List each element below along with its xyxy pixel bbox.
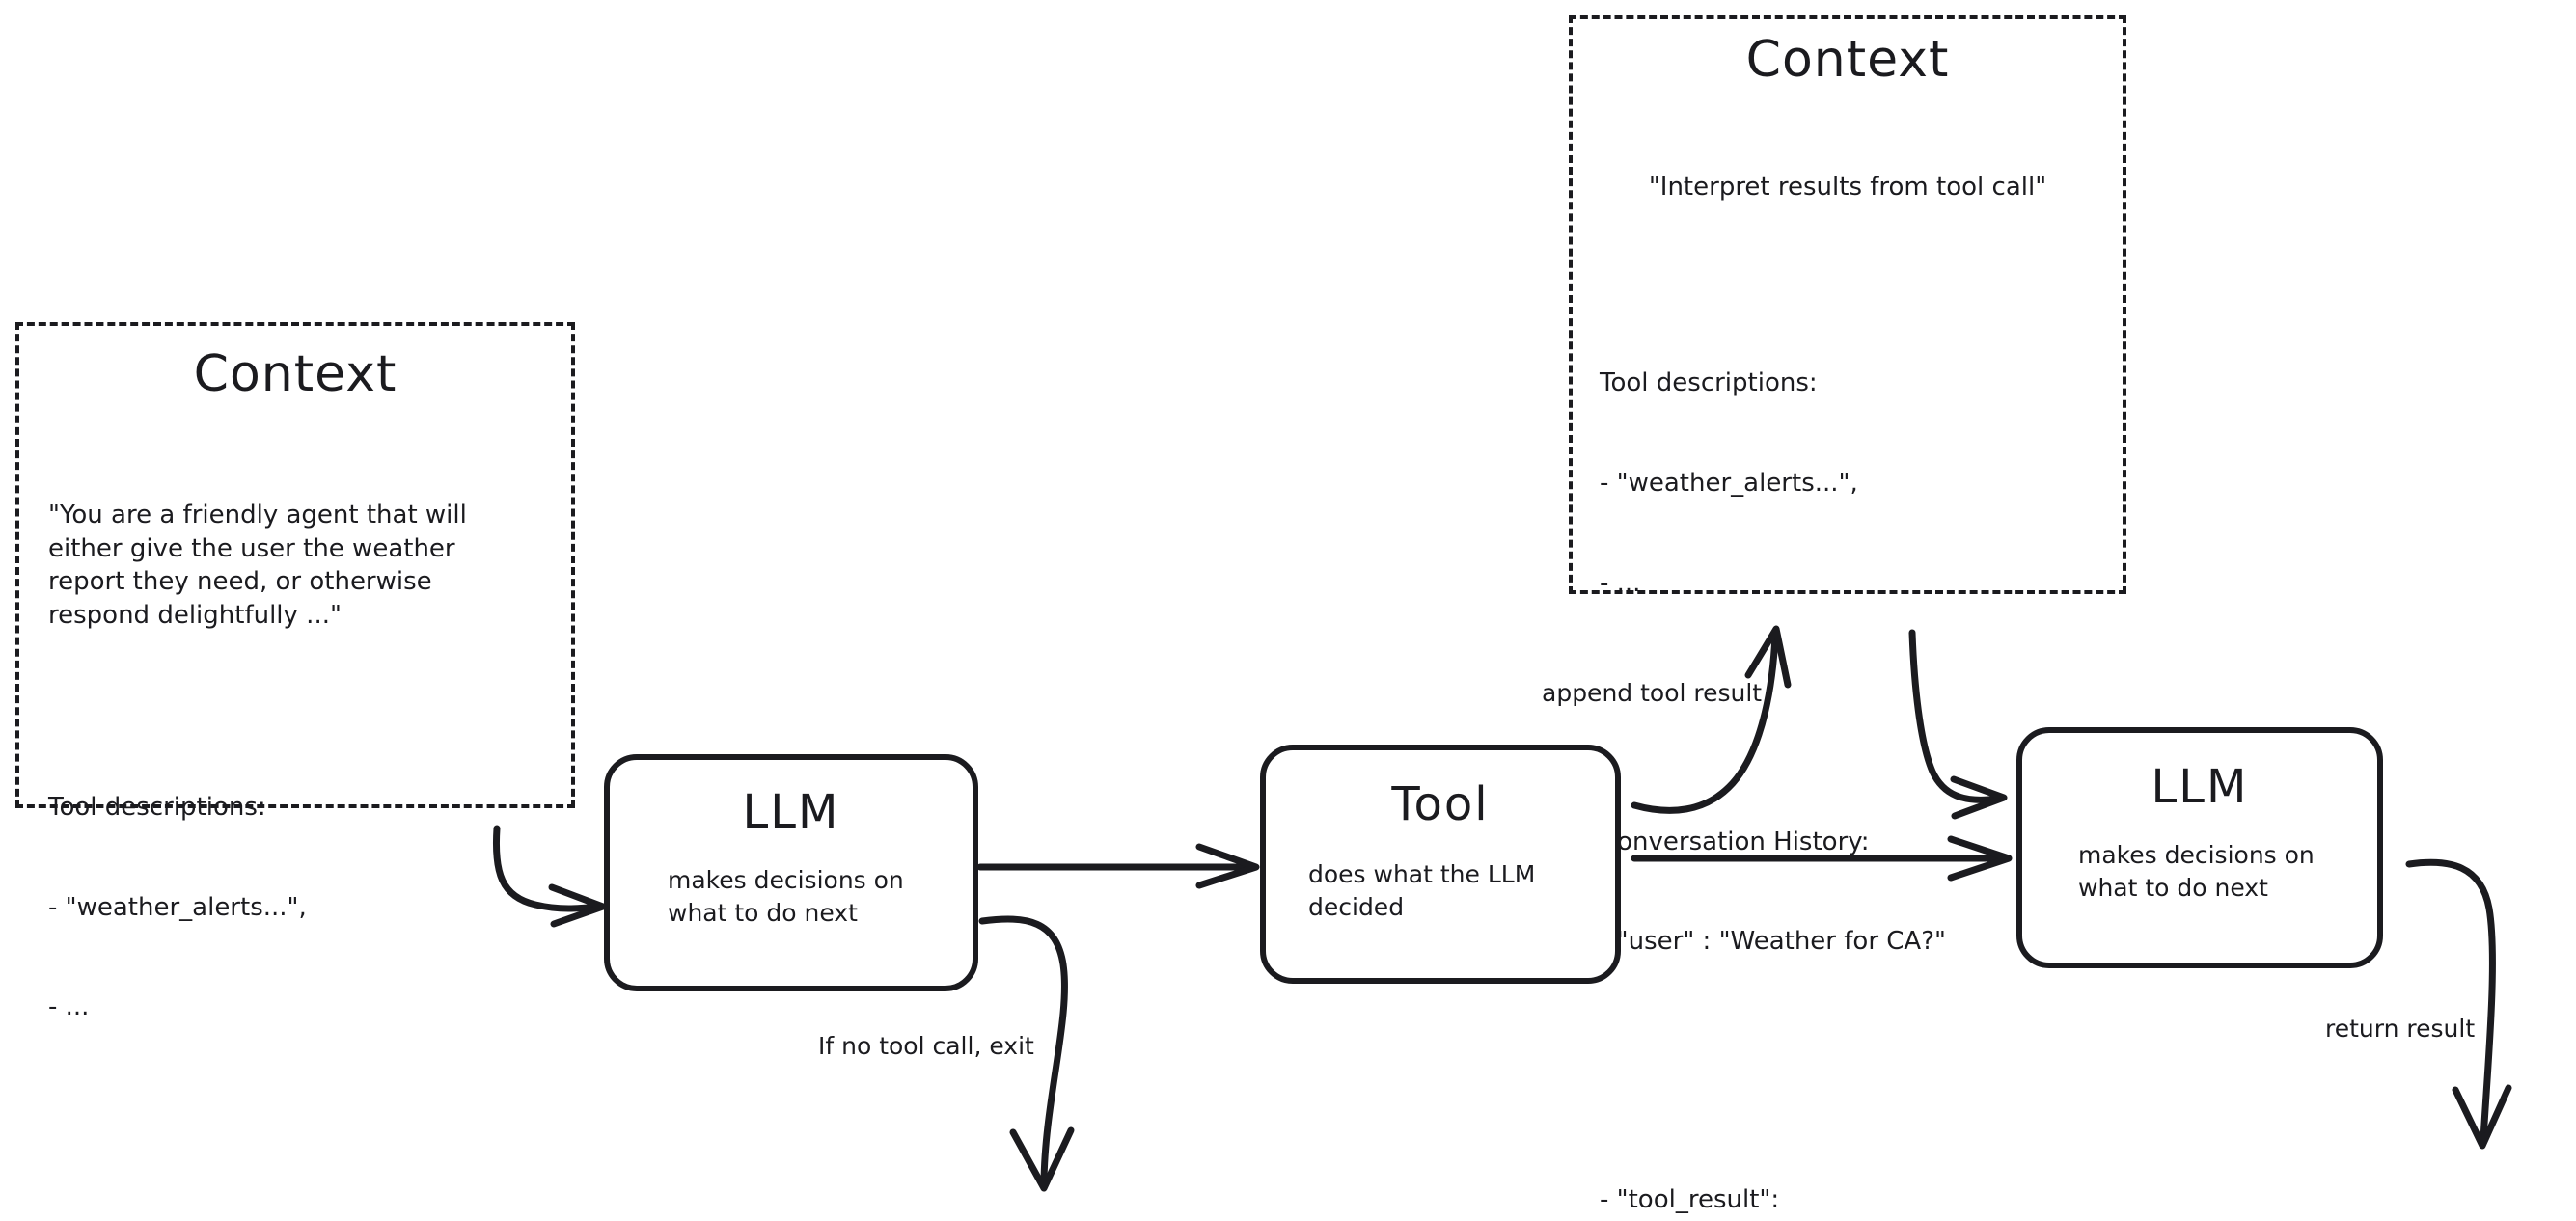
edge-label-return-result: return result <box>2325 1015 2476 1043</box>
conversation-history-heading: Conversation History: <box>1600 827 1870 856</box>
edge-llm1-to-tool-head <box>1195 843 1260 889</box>
node-llm-first-title: LLM <box>742 785 840 839</box>
context-left-conversation-history: Conversation History: - "user" : "Weathe… <box>48 1182 552 1221</box>
node-tool-subtitle: does what the LLM decided <box>1308 860 1536 921</box>
context-right-conversation-history: Conversation History: - "user" : "Weathe… <box>1600 758 2096 1025</box>
edge-llm2-return <box>2405 858 2496 1144</box>
tool-descriptions-item: - ... <box>48 992 90 1022</box>
context-left-body: "You are a friendly agent that will eith… <box>48 432 571 1221</box>
context-right-body: "Interpret results from tool call" Tool … <box>1573 104 2123 1221</box>
context-right-tool-descriptions: Tool descriptions: - "weather_alerts..."… <box>1600 300 2096 666</box>
node-llm-first-subtitle: makes decisions on what to do next <box>668 866 904 927</box>
edge-label-if-no-tool-call-exit: If no tool call, exit <box>818 1032 1034 1060</box>
edge-label-append-tool-result: append tool result <box>1542 679 1763 707</box>
context-box-initial: Context "You are a friendly agent that w… <box>15 322 575 1021</box>
tool-descriptions-item: - "weather_alerts...", <box>48 892 307 922</box>
context-right-tool-result: - "tool_result": { "state": "CA", [ { "r… <box>1600 1117 2096 1221</box>
node-llm-first[interactable]: LLM makes decisions on what to do next <box>604 754 978 991</box>
tool-descriptions-heading: Tool descriptions: <box>1600 368 1818 398</box>
node-tool-title: Tool <box>1391 777 1490 831</box>
context-left-title: Context <box>193 345 397 403</box>
edge-llm2-return-head <box>2452 1084 2512 1150</box>
node-llm-second[interactable]: LLM makes decisions on what to do next <box>2016 727 2383 968</box>
tool-descriptions-heading: Tool descriptions: <box>48 792 266 822</box>
tool-result-label: - "tool_result": <box>1600 1185 1780 1215</box>
context-right-title: Context <box>1745 31 1950 89</box>
context-right-system-prompt: "Interpret results from tool call" <box>1648 173 2047 203</box>
context-left-tool-descriptions: Tool descriptions: - "weather_alerts..."… <box>48 724 552 1091</box>
node-llm-second-subtitle: makes decisions on what to do next <box>2078 841 2315 902</box>
edge-llm1-exit-head <box>1009 1126 1075 1192</box>
node-tool[interactable]: Tool does what the LLM decided <box>1260 745 1621 984</box>
context-left-system-prompt: "You are a friendly agent that will eith… <box>48 501 467 630</box>
node-llm-second-title: LLM <box>2151 760 2249 814</box>
context-box-after-tool: Context "Interpret results from tool cal… <box>1569 15 2126 1214</box>
tool-descriptions-item: - "weather_alerts...", <box>1600 468 1858 498</box>
tool-descriptions-item: - ... <box>1600 568 1641 598</box>
